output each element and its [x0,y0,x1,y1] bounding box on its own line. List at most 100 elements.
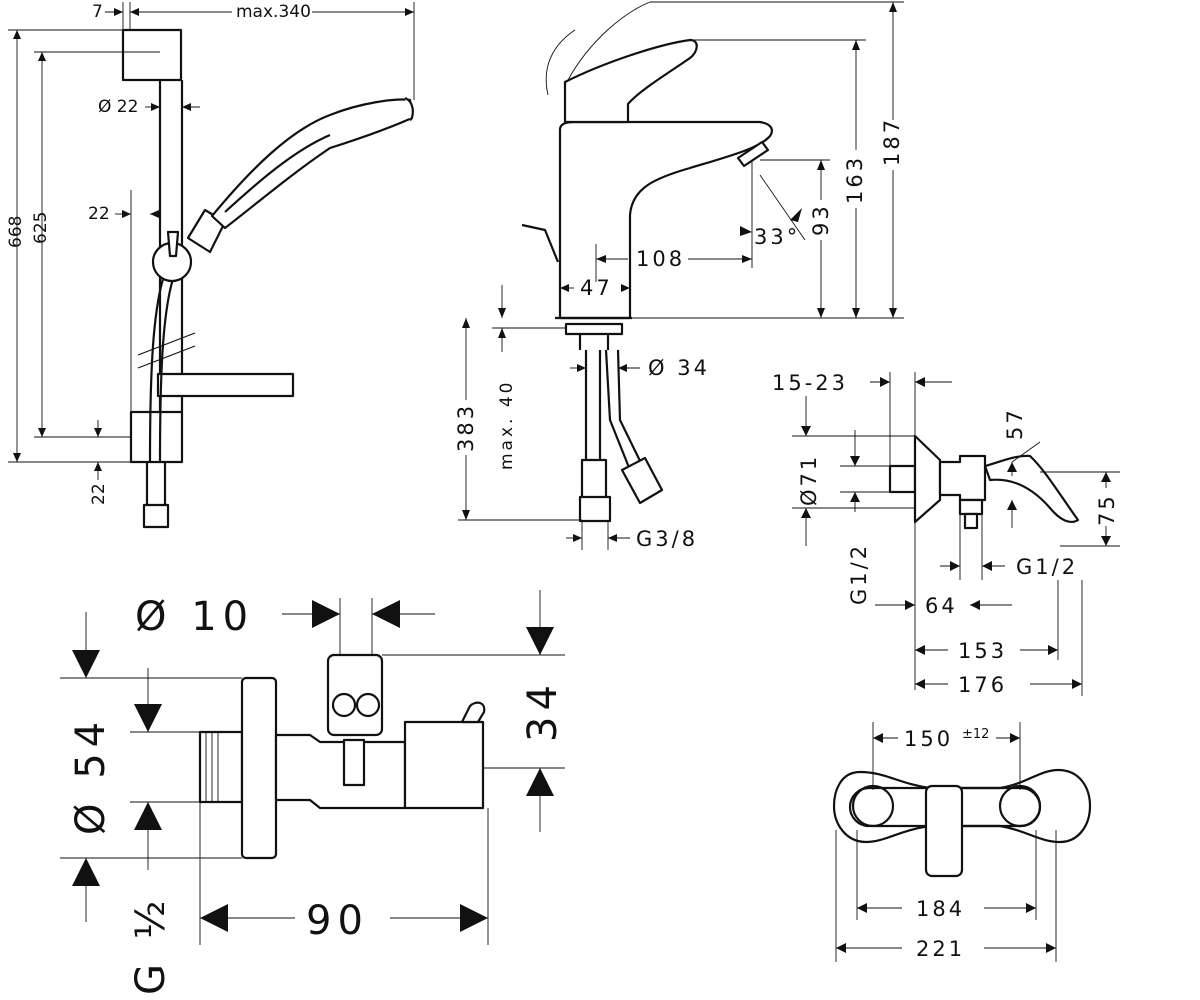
label-mask [847,150,867,208]
arrowhead [850,456,860,466]
pop-up-rod [521,223,560,263]
arrowhead [889,308,897,318]
arrowhead [498,308,506,318]
valve-handle-tab [460,701,486,724]
arrowhead [134,704,162,732]
arrowhead [915,377,925,387]
arrowhead [560,284,569,292]
arrowhead [72,650,100,678]
arrowhead [1101,472,1111,482]
label-mask [1096,488,1116,526]
outlet-thread-label: G1/2 [1016,555,1078,579]
arrowhead [873,733,883,743]
label-mask [457,400,477,455]
outlet-nut [958,498,984,516]
arrowhead [1046,943,1056,953]
basin-mixer-drawing: 187 163 93 33° 108 47 Ø 34 [454,1,904,551]
hose-right [616,349,643,466]
hand-shower-body [210,98,414,230]
arrowhead [621,284,630,292]
arrowhead [801,508,811,518]
mixer-base-width-label: 47 [580,276,613,300]
valve-rosette [240,676,278,860]
rail-bottom-offset-label: 22 [89,483,109,505]
thread-label: G ½ [128,895,174,995]
hose-curve-right [158,269,178,463]
arrowhead [526,768,554,796]
hose-nut-left [578,495,612,523]
arrowhead [915,645,925,655]
angle-valve-drawing: Ø 10 34 Ø 54 G ½ 90 [60,590,566,995]
mixer-aerator [736,140,770,168]
shower-mixer-front-drawing: 150 ±12 184 221 [832,722,1092,962]
mixer-lever [983,454,1080,524]
cover-range-label: 15-23 [772,371,848,395]
centers-tolerance-label: ±12 [962,727,989,742]
break-mark-2 [137,345,196,369]
soap-dish [156,372,295,398]
mixer-front-lever [924,784,964,878]
arrowhead [462,318,470,328]
label-mask [812,200,832,240]
arrowhead [462,510,470,520]
arrowhead [740,226,752,236]
mixer-hose-length-label: 383 [454,403,478,452]
arrowhead [817,308,825,318]
width-184-label: 184 [916,897,965,921]
slider-knob [166,230,180,258]
arrowhead [905,600,915,610]
arrowhead [573,534,582,542]
rail-total-height-label: 668 [6,216,26,248]
mixer-spout-reach-label: 108 [636,247,685,271]
arrowhead [790,208,802,222]
hose-right [604,349,632,471]
arrowhead [817,160,825,170]
hand-shower-head [404,96,414,121]
arrowhead [1048,645,1058,655]
arrowhead [312,600,340,628]
centers-label: 150 [904,727,953,751]
arrowhead [852,40,860,50]
arrowhead [122,210,131,218]
arrowhead [1007,500,1017,510]
arrowhead [596,255,606,263]
rail-bottom-bracket [129,410,184,464]
arrowhead [182,103,191,111]
arrowhead [801,426,811,436]
body-height-label: 75 [1095,493,1119,526]
mounting-nut [564,322,624,336]
rail-bracket-spacing-label: 625 [31,212,51,244]
valve-stem [342,738,366,787]
mixer-hose-thread-label: G3/8 [636,527,698,551]
valve-body [274,733,407,810]
rail-spacing-label: 22 [88,204,110,224]
rail-offset-label: 7 [92,2,103,22]
mixer-max-deck-label: max. 40 [497,380,517,470]
arrowhead [13,453,21,462]
lever-ghost-line [1011,441,1041,463]
arrowhead [915,679,925,689]
arrowhead [857,903,867,913]
break-mark-1 [137,332,196,356]
arrowhead [498,328,506,338]
arrowhead [134,802,162,830]
mixer-spout-height-label: 93 [809,203,833,236]
arrowhead [1101,536,1111,546]
wall-connector [888,464,917,494]
depth-64-label: 64 [925,594,958,618]
mixer-total-height-label: 187 [880,117,904,166]
rail-top-bracket [121,28,183,82]
arrowhead [850,492,860,502]
arrowhead [405,8,414,16]
arrowhead [982,561,992,571]
mixer-body-height-label: 163 [843,155,867,204]
arrowhead [577,364,586,372]
lever-ghost-line-1 [567,1,651,81]
rosette-diameter-label: Ø 54 [68,716,114,835]
width-221-label: 221 [916,937,965,961]
arrowhead [1010,733,1020,743]
valve-handle [403,720,485,810]
label-mask [884,120,904,170]
arrowhead [151,103,160,111]
arrowhead [38,52,46,61]
